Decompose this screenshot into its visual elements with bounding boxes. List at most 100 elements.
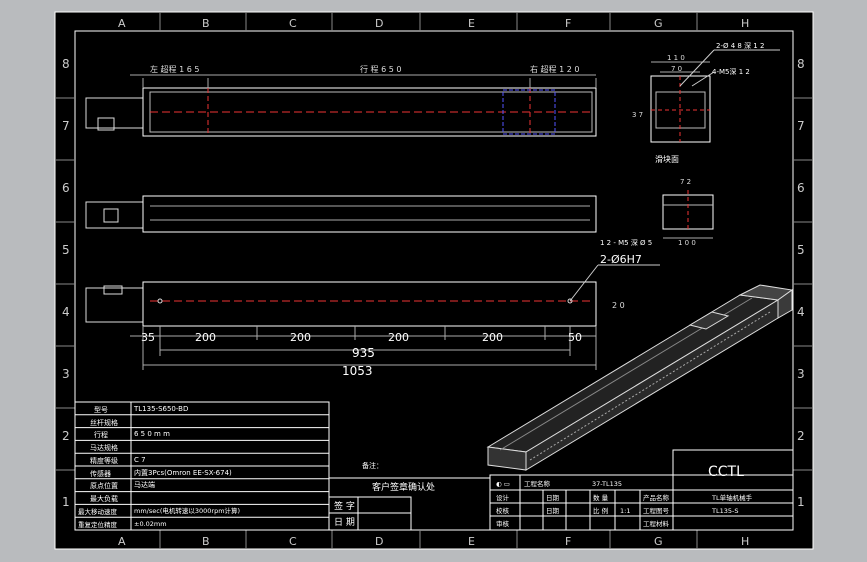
middle-view-body xyxy=(142,195,597,233)
section-view: 7 2 1 0 0 1 2 - M5 深 Ø 5 xyxy=(600,178,714,247)
lower-view-body xyxy=(142,281,597,327)
hole-callout: 2-Ø6H7 xyxy=(600,253,642,266)
company-logo: CCTL xyxy=(708,464,744,480)
segment-200-label-2: 200 xyxy=(290,331,311,344)
ratio-label: 比 例 xyxy=(593,506,608,515)
grid-col-e-bottom: E xyxy=(468,535,475,548)
project-name-label: 工程名称 xyxy=(524,479,551,488)
grid-col-b-top: B xyxy=(202,17,210,30)
grid-row-7-right: 7 xyxy=(797,119,805,133)
confirm-title: 客户签章确认处 xyxy=(372,481,435,493)
middle-view-coupling xyxy=(103,208,119,223)
top-view: 左 超程 1 6 5 行 程 6 5 0 右 超程 1 2 0 xyxy=(85,64,597,137)
spec-label-model: 型号 xyxy=(94,405,108,414)
grid-row-1-left: 1 xyxy=(62,495,70,509)
sheet-outer-border xyxy=(54,11,814,550)
spec-label-sensor: 传感器 xyxy=(90,469,111,478)
carriage-height-label: 3 7 xyxy=(632,111,643,119)
carriage-caption: 滑块面 xyxy=(655,154,679,164)
quantity-label: 数 量 xyxy=(593,493,609,502)
overall-935-label: 935 xyxy=(352,346,375,360)
top-view-carriage-hidden xyxy=(502,89,556,135)
section-top-label: 7 2 xyxy=(680,178,691,186)
spec-label-screw: 丝杆规格 xyxy=(90,418,118,427)
spec-label-max-speed: 最大移动速度 xyxy=(78,507,118,516)
segment-200-label-4: 200 xyxy=(482,331,503,344)
carriage-callout-1: 2-Ø 4 8 深 1 2 xyxy=(716,41,764,50)
confirm-area: 备注： 客户签章确认处 签 字 日 期 xyxy=(328,461,490,531)
date-label: 日 期 xyxy=(334,517,355,528)
segment-200-label-1: 200 xyxy=(195,331,216,344)
grid-numbers: 8 7 6 5 4 3 2 1 8 7 6 5 4 3 2 1 xyxy=(62,57,805,509)
sheet-inner-border xyxy=(74,30,794,531)
segment-50-label: 50 xyxy=(568,331,582,344)
grid-col-f-top: F xyxy=(565,17,571,30)
grid-ticks xyxy=(55,12,813,549)
grid-row-3-left: 3 xyxy=(62,367,70,381)
title-date-label-2: 日期 xyxy=(546,507,560,515)
carriage-view: 1 1 0 7 0 3 7 2-Ø 4 8 深 1 2 4-M5深 1 2 滑块… xyxy=(632,41,780,164)
isometric-view xyxy=(486,284,794,471)
grid-row-8-left: 8 xyxy=(62,57,70,71)
carriage-callout-2: 4-M5深 1 2 xyxy=(712,67,750,76)
grid-row-5-right: 5 xyxy=(797,243,805,257)
spec-value-accuracy: C 7 xyxy=(134,456,146,464)
spec-value-stroke: 6 5 0 m m xyxy=(134,430,170,438)
spec-label-motor: 马达规格 xyxy=(90,443,118,452)
spec-value-origin: 马达端 xyxy=(134,480,155,489)
right-overtravel-label: 右 超程 1 2 0 xyxy=(530,64,579,74)
lower-side-view: 2-Ø6H7 2 0 35 200 200 200 200 50 935 105… xyxy=(85,253,660,378)
grid-row-6-right: 6 xyxy=(797,181,805,195)
grid-row-4-right: 4 xyxy=(797,305,805,319)
spec-label-repeatability: 重复定位精度 xyxy=(78,520,118,529)
grid-col-g-top: G xyxy=(654,17,663,30)
grid-row-2-right: 2 xyxy=(797,429,805,443)
overall-1053-label: 1053 xyxy=(342,364,373,378)
spec-label-max-load: 最大负载 xyxy=(90,494,118,503)
material-label: 工程材料 xyxy=(643,519,670,528)
spec-value-repeatability: ±0.02mm xyxy=(134,520,167,528)
grid-col-h-bottom: H xyxy=(741,535,749,548)
carriage-width-label: 1 1 0 xyxy=(667,54,685,62)
ratio-value: 1:1 xyxy=(620,507,630,515)
top-view-coupling xyxy=(97,117,115,131)
grid-col-e-top: E xyxy=(468,17,475,30)
grid-row-6-left: 6 xyxy=(62,181,70,195)
grid-row-8-right: 8 xyxy=(797,57,805,71)
grid-row-2-left: 2 xyxy=(62,429,70,443)
segment-200-label-3: 200 xyxy=(388,331,409,344)
drawing-no-label: 工程图号 xyxy=(643,506,670,515)
project-name-value: 37-TL135 xyxy=(592,480,622,488)
spec-table: 型号 TL135-S650-BD 丝杆规格 行程 6 5 0 m m 马达规格 … xyxy=(74,401,330,531)
sign-label: 签 字 xyxy=(334,500,355,512)
grid-col-a-top: A xyxy=(118,17,126,30)
travel-label: 行 程 6 5 0 xyxy=(360,64,401,74)
check-label: 校核 xyxy=(496,506,510,515)
spec-value-model: TL135-S650-BD xyxy=(133,405,188,413)
left-overtravel-label: 左 超程 1 6 5 xyxy=(150,64,199,74)
grid-col-d-top: D xyxy=(375,17,383,30)
grid-letters: A B C D E F G H A B C D E F G H xyxy=(118,17,749,548)
grid-row-4-left: 4 xyxy=(62,305,70,319)
spec-label-accuracy: 精度等级 xyxy=(90,456,118,465)
notes-label: 备注： xyxy=(362,461,383,470)
carriage-inner-label: 7 0 xyxy=(671,65,682,73)
grid-col-g-bottom: G xyxy=(654,535,663,548)
drawing-no-value: TL135-S xyxy=(711,507,738,515)
spec-label-origin: 原点位置 xyxy=(90,481,118,490)
grid-col-h-top: H xyxy=(741,17,749,30)
segment-35-label: 35 xyxy=(141,331,155,344)
height-label: 2 0 xyxy=(612,301,625,310)
grid-col-b-bottom: B xyxy=(202,535,210,548)
section-bottom-label: 1 0 0 xyxy=(678,239,696,247)
grid-row-7-left: 7 xyxy=(62,119,70,133)
review-label: 审核 xyxy=(496,519,510,528)
title-block: CCTL ◐ ▭ 工程名称 37-TL135 设计 校核 审核 日期 日期 数 … xyxy=(489,449,794,531)
grid-col-a-bottom: A xyxy=(118,535,126,548)
title-date-label-1: 日期 xyxy=(546,494,560,502)
product-name-label: 产品名称 xyxy=(643,493,670,502)
section-callout: 1 2 - M5 深 Ø 5 xyxy=(600,238,652,247)
grid-col-d-bottom: D xyxy=(375,535,383,548)
spec-label-stroke: 行程 xyxy=(94,430,108,439)
